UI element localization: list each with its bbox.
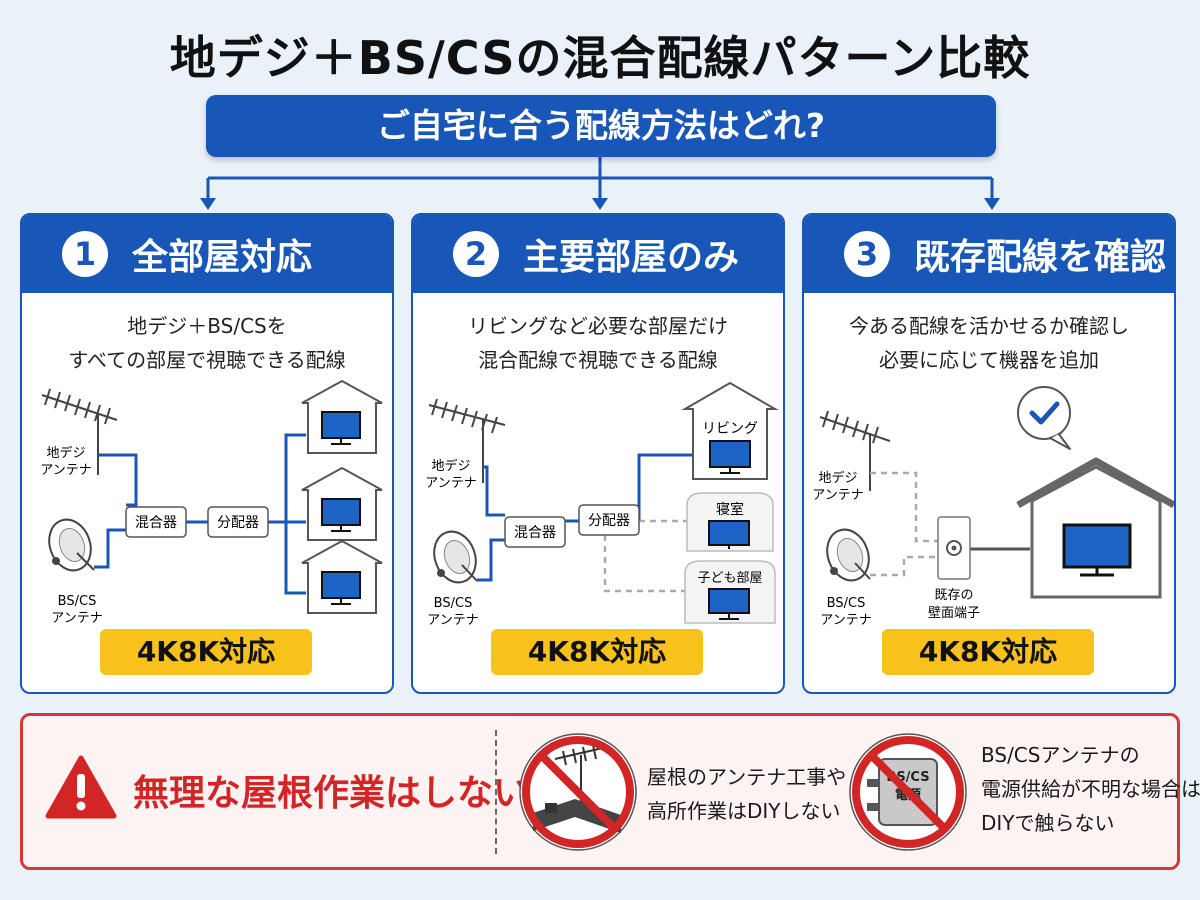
uhf-antenna-label: 地デジ — [46, 445, 85, 461]
bs-antenna-label: アンテナ — [820, 613, 871, 625]
branch-arrows — [200, 157, 1000, 210]
card-number: 2 — [453, 231, 499, 277]
warning-item-line: 電源供給が不明な場合は — [981, 777, 1200, 801]
page-title: 地デジ＋BS/CSの混合配線パターン比較 — [169, 31, 1031, 85]
uhf-antenna-icon — [819, 410, 891, 491]
kids-room-label: 子ども部屋 — [697, 571, 762, 586]
house-living-icon — [681, 381, 779, 480]
card-existing-wiring: 3 既存配線を確認 今ある配線を活かせるか確認し 必要に応じて機器を追加 地デジ… — [802, 213, 1176, 694]
mixer-box — [125, 506, 187, 538]
4k8k-badge: 4K8K対応 — [882, 629, 1094, 675]
card-header: 2 主要部屋のみ — [413, 215, 783, 293]
satellite-dish-icon — [826, 528, 871, 582]
bs-antenna-label: BS/CS — [434, 596, 473, 611]
card-title: 既存配線を確認 — [914, 237, 1167, 278]
warning-panel: 無理な屋根作業はしない 屋根のアンテナ工事や 高所作業はDIYしない BS/CS… — [20, 713, 1200, 870]
house-icon — [301, 466, 383, 541]
uhf-antenna-icon — [428, 398, 506, 483]
bs-antenna-label: BS/CS — [58, 594, 97, 609]
splitter-label: 分配器 — [217, 515, 259, 531]
card-description: 地デジ＋BS/CSを すべての部屋で視聴できる配線 — [22, 309, 392, 377]
splitter-label: 分配器 — [588, 513, 630, 529]
card-description: リビングなど必要な部屋だけ 混合配線で視聴できる配線 — [413, 309, 783, 377]
card-description-line: 地デジ＋BS/CSを — [127, 314, 287, 338]
warning-item-line: DIYで触らない — [981, 811, 1115, 835]
question-banner: ご自宅に合う配線方法はどれ? — [206, 95, 996, 157]
dashed-cable-lines — [870, 471, 938, 577]
wall-outlet-label: 既存の — [934, 588, 973, 603]
4k8k-badge: 4K8K対応 — [491, 629, 703, 675]
no-roof-work-icon — [519, 733, 637, 851]
card-description-line: 必要に応じて機器を追加 — [879, 348, 1099, 372]
warning-item-line: 高所作業はDIYしない — [647, 799, 841, 823]
uhf-antenna-icon — [41, 388, 118, 475]
mixer-box — [504, 516, 566, 548]
card-description-line: すべての部屋で視聴できる配線 — [68, 348, 346, 372]
wall-outlet-icon — [937, 516, 971, 580]
card-description-line: 今ある配線を活かせるか確認し — [849, 314, 1129, 338]
house-icon — [301, 379, 383, 454]
card-description-line: リビングなど必要な部屋だけ — [468, 314, 728, 338]
uhf-antenna-label: 地デジ — [431, 458, 470, 474]
check-bubble-icon — [1017, 386, 1071, 450]
card-description-line: 混合配線で視聴できる配線 — [478, 348, 718, 372]
wiring-diagram: 地デジ アンテナ BS/CS アンテナ 混合器 分配器 — [425, 381, 779, 625]
bs-antenna-label: BS/CS — [827, 596, 866, 611]
splitter-box — [207, 506, 269, 538]
uhf-antenna-label: アンテナ — [40, 463, 91, 478]
card-description: 今ある配線を活かせるか確認し 必要に応じて機器を追加 — [804, 309, 1174, 377]
house-icon — [301, 539, 383, 614]
wall-outlet-label: 壁面端子 — [928, 606, 980, 621]
uhf-antenna-label: アンテナ — [812, 488, 863, 503]
warning-item-line: BS/CSアンテナの — [981, 743, 1140, 767]
mixer-label: 混合器 — [135, 515, 177, 531]
warning-item-line: 屋根のアンテナ工事や — [647, 765, 847, 789]
4k8k-badge: 4K8K対応 — [100, 629, 312, 675]
satellite-dish-icon — [433, 530, 478, 584]
bedroom-icon — [686, 492, 774, 552]
uhf-antenna-label: アンテナ — [425, 476, 476, 491]
warning-item-roof: 屋根のアンテナ工事や 高所作業はDIYしない — [647, 760, 846, 828]
warning-triangle-icon — [45, 755, 117, 819]
cable-lines — [94, 433, 306, 595]
wiring-diagram: 地デジ アンテナ BS/CS アンテナ 既存の 壁面端子 — [812, 386, 1174, 625]
card-header: 1 全部屋対応 — [22, 215, 392, 293]
wiring-diagram: 地デジ アンテナ BS/CS アンテナ 混合器 分配器 — [40, 379, 383, 625]
bs-antenna-label: アンテナ — [51, 611, 102, 625]
kids-room-icon — [684, 560, 776, 624]
card-number: 3 — [844, 231, 890, 277]
warning-item-power: BS/CSアンテナの 電源供給が不明な場合は DIYで触らない — [981, 738, 1200, 840]
mixer-label: 混合器 — [514, 525, 556, 541]
card-title: 全部屋対応 — [132, 237, 313, 278]
living-room-label: リビング — [702, 421, 758, 437]
no-power-supply-icon: BS/CS 電源 — [849, 733, 967, 851]
bs-antenna-label: アンテナ — [427, 613, 478, 625]
card-number: 1 — [62, 231, 108, 277]
dashed-divider — [495, 730, 497, 854]
cable-lines — [477, 453, 699, 582]
card-main-rooms: 2 主要部屋のみ リビングなど必要な部屋だけ 混合配線で視聴できる配線 地デジ … — [411, 213, 785, 694]
bedroom-label: 寝室 — [716, 501, 744, 518]
card-all-rooms: 1 全部屋対応 地デジ＋BS/CSを すべての部屋で視聴できる配線 地デジ アン… — [20, 213, 394, 694]
splitter-box — [578, 504, 640, 536]
uhf-antenna-label: 地デジ — [818, 470, 857, 486]
house-icon — [1016, 457, 1174, 599]
card-title: 主要部屋のみ — [523, 237, 740, 278]
satellite-dish-icon — [48, 518, 95, 572]
card-header: 3 既存配線を確認 — [804, 215, 1174, 293]
warning-title: 無理な屋根作業はしない — [133, 773, 530, 814]
